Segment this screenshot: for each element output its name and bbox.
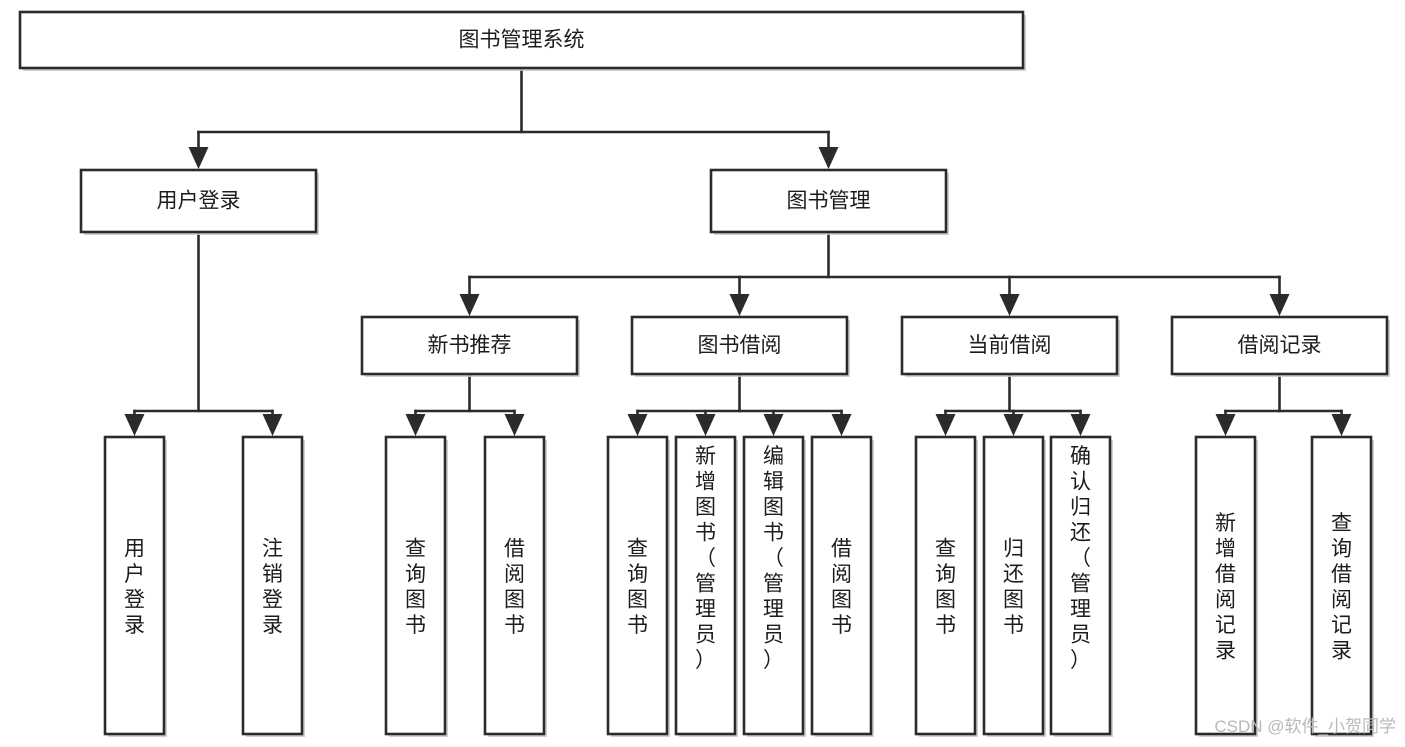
arrow-head-icon [504, 414, 525, 436]
arrow-head-icon [1215, 414, 1236, 436]
node-leaf-borrow-book-2[interactable]: 借阅图书 [810, 435, 874, 737]
arrow-head-icon [935, 414, 956, 436]
node-rect [1170, 315, 1389, 376]
arrow-head-icon [831, 414, 852, 436]
node-leaf-query-book-2[interactable]: 查询图书 [606, 435, 670, 737]
node-label: 借阅记录 [1238, 334, 1322, 357]
node-rect [1310, 435, 1373, 736]
arrow-head-icon [818, 147, 839, 169]
node-label: 借阅图书 [831, 537, 852, 637]
node-rect [742, 435, 805, 736]
arrow-head-icon [1269, 294, 1290, 316]
node-leaf-query-record[interactable]: 查询借阅记录 [1310, 435, 1374, 737]
node-current-borrow[interactable]: 当前借阅 [900, 315, 1120, 377]
node-rect [103, 435, 166, 736]
arrow-head-icon [999, 294, 1020, 316]
arrow-head-icon [1070, 414, 1091, 436]
node-leaf-add-record[interactable]: 新增借阅记录 [1194, 435, 1258, 737]
node-layer: 图书管理系统用户登录图书管理新书推荐图书借阅当前借阅借阅记录用户登录注销登录查询… [18, 10, 1390, 737]
node-rect [914, 435, 977, 736]
node-new-book-rec[interactable]: 新书推荐 [360, 315, 580, 377]
node-book-manage[interactable]: 图书管理 [709, 168, 949, 235]
node-label: 编辑图书（管理员） [763, 445, 784, 672]
node-rect [674, 435, 737, 736]
node-rect [1194, 435, 1257, 736]
connector-layer [124, 66, 1352, 436]
node-label: 归还图书 [1003, 537, 1024, 637]
node-leaf-confirm-return[interactable]: 确认归还（管理员） [1049, 435, 1113, 737]
arrow-head-icon [262, 414, 283, 436]
node-rect [810, 435, 873, 736]
arrow-head-icon [459, 294, 480, 316]
arrow-head-icon [124, 414, 145, 436]
node-leaf-user-login[interactable]: 用户登录 [103, 435, 167, 737]
node-label: 图书借阅 [698, 334, 782, 357]
node-label: 查询图书 [935, 537, 956, 637]
node-leaf-add-book[interactable]: 新增图书（管理员） [674, 435, 738, 737]
node-rect [982, 435, 1045, 736]
arrow-head-icon [627, 414, 648, 436]
arrow-head-icon [1003, 414, 1024, 436]
node-rect [18, 10, 1025, 70]
node-rect [79, 168, 318, 234]
arrow-head-icon [695, 414, 716, 436]
node-rect [900, 315, 1119, 376]
node-rect [1049, 435, 1112, 736]
node-label: 查询借阅记录 [1331, 512, 1352, 663]
node-book-borrow[interactable]: 图书借阅 [630, 315, 850, 377]
node-label: 新增借阅记录 [1215, 512, 1236, 663]
node-label: 确认归还（管理员） [1070, 445, 1091, 672]
node-rect [630, 315, 849, 376]
node-leaf-query-book-1[interactable]: 查询图书 [384, 435, 448, 737]
node-leaf-return-book[interactable]: 归还图书 [982, 435, 1046, 737]
node-label: 当前借阅 [968, 334, 1052, 357]
node-rect [360, 315, 579, 376]
arrow-head-icon [1331, 414, 1352, 436]
node-label: 图书管理系统 [459, 29, 585, 52]
node-leaf-edit-book[interactable]: 编辑图书（管理员） [742, 435, 806, 737]
node-root[interactable]: 图书管理系统 [18, 10, 1026, 71]
node-label: 用户登录 [157, 190, 241, 213]
node-leaf-query-book-3[interactable]: 查询图书 [914, 435, 978, 737]
node-label: 新增图书（管理员） [695, 445, 716, 672]
node-rect [483, 435, 546, 736]
node-label: 查询图书 [405, 537, 426, 637]
arrow-head-icon [763, 414, 784, 436]
node-label: 查询图书 [627, 537, 648, 637]
node-rect [384, 435, 447, 736]
arrow-head-icon [729, 294, 750, 316]
node-leaf-logout[interactable]: 注销登录 [241, 435, 305, 737]
node-label: 用户登录 [124, 537, 145, 637]
node-rect [241, 435, 304, 736]
node-borrow-record[interactable]: 借阅记录 [1170, 315, 1390, 377]
node-user-login[interactable]: 用户登录 [79, 168, 319, 235]
node-rect [709, 168, 948, 234]
arrow-head-icon [188, 147, 209, 169]
arrow-head-icon [405, 414, 426, 436]
watermark-label: CSDN @软件_小贺同学 [1214, 717, 1396, 736]
node-label: 新书推荐 [428, 334, 512, 357]
node-label: 注销登录 [262, 537, 283, 637]
node-label: 图书管理 [787, 190, 871, 213]
node-label: 借阅图书 [504, 537, 525, 637]
node-leaf-borrow-book-1[interactable]: 借阅图书 [483, 435, 547, 737]
node-rect [606, 435, 669, 736]
